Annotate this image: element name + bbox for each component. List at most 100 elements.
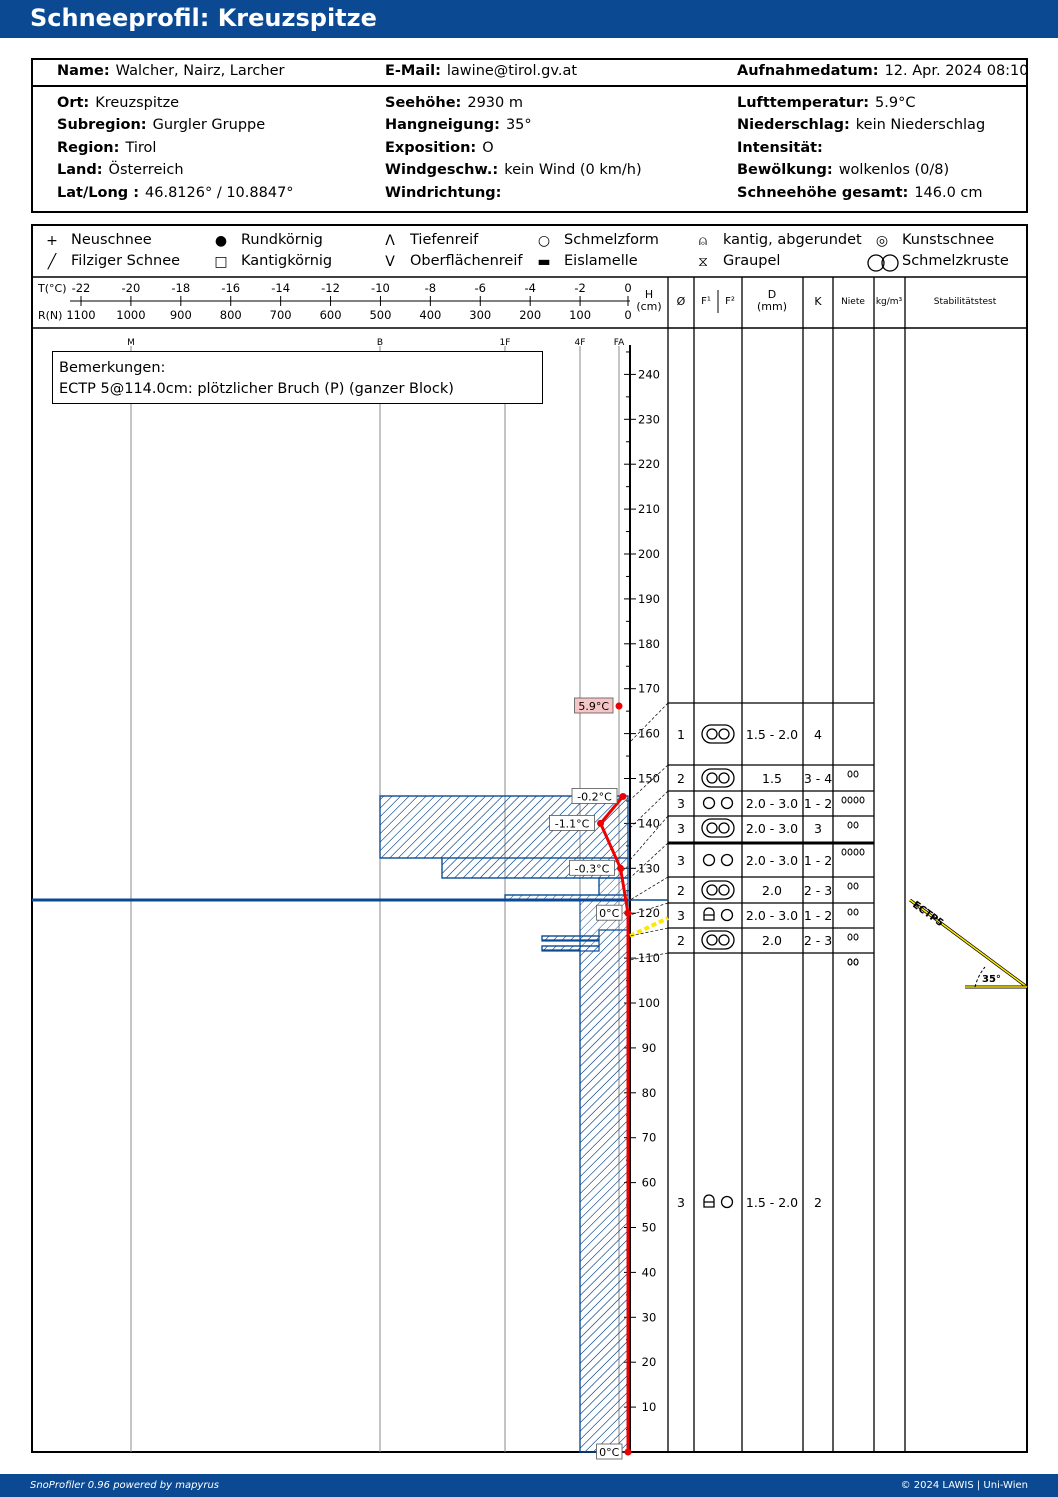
- layer-d: 2.0 - 3.0: [746, 821, 798, 836]
- h-tick-label: 200: [638, 547, 660, 561]
- niete-mark: [853, 770, 859, 778]
- temp-label-box: [549, 815, 595, 831]
- h-tick-label: 50: [642, 1221, 657, 1235]
- layer-d: 2.0: [762, 933, 782, 948]
- niete-mark: [847, 770, 853, 778]
- layer-k: 2: [814, 1195, 822, 1210]
- layer-d: 2.0 - 3.0: [746, 853, 798, 868]
- h-tick-label: 120: [638, 906, 660, 920]
- grain-mf-icon: [720, 1195, 734, 1209]
- layer-moisture: 3: [677, 908, 685, 923]
- meta-box: [31, 58, 1028, 213]
- h-tick-label: 20: [642, 1355, 657, 1369]
- h-tick-label: 90: [642, 1041, 657, 1055]
- layer-moisture: 3: [677, 821, 685, 836]
- schmelzform-icon: ○: [537, 233, 551, 249]
- h-tick-label: 100: [638, 996, 660, 1010]
- niete-mark: [847, 796, 853, 804]
- layer-connector: [629, 902, 669, 916]
- t-tick-label: -6: [475, 281, 486, 295]
- h-tick-label: 160: [638, 727, 660, 741]
- grain-mf-icon: [718, 822, 730, 834]
- grain-mfcr-icon: [701, 818, 735, 838]
- layer-k: 3: [814, 821, 822, 836]
- grain-mfcr-icon: [701, 880, 735, 900]
- h-tick-label: 210: [638, 502, 660, 516]
- grain-mf-icon: [702, 853, 716, 867]
- grain-mf-icon: [720, 796, 734, 810]
- meta-date: Aufnahmedatum:12. Apr. 2024 08:10: [737, 63, 1029, 79]
- page-header: Schneeprofil: Kreuzspitze: [0, 0, 1058, 38]
- h-tick-label: 240: [638, 367, 660, 381]
- layer-connector: [629, 764, 669, 801]
- t-tick-label: -12: [321, 281, 340, 295]
- grain-mf-icon: [720, 908, 734, 922]
- temp-point: [624, 1448, 632, 1456]
- col-density: kg/m³: [876, 297, 903, 307]
- layer-d: 1.5: [762, 771, 782, 786]
- kantigkoernig-icon: □: [214, 254, 228, 270]
- col-d: D: [768, 288, 776, 301]
- temp-point: [617, 864, 625, 872]
- grain-mf-icon: [706, 772, 718, 784]
- niete-mark: [853, 908, 859, 916]
- col-f2: F²: [725, 296, 735, 307]
- layer-d: 2.0 - 3.0: [746, 796, 798, 811]
- temp-label-box: [574, 697, 614, 714]
- layer-moisture: 1: [677, 727, 685, 742]
- t-tick-label: -10: [371, 281, 390, 295]
- temp-label-box: [596, 904, 623, 921]
- hardness-layer-ice1: [541, 935, 600, 942]
- h-tick-label: 180: [638, 637, 660, 651]
- r-tick-label: 900: [170, 308, 192, 322]
- niete-mark: [847, 848, 853, 856]
- t-tick-label: -14: [271, 281, 290, 295]
- legend-tiefenreif: Tiefenreif: [410, 232, 479, 248]
- temp-label: -0.2°C: [577, 790, 612, 803]
- r-tick-label: 700: [270, 308, 292, 322]
- grain-mfcr-icon: [701, 768, 735, 788]
- grain-mf-icon: [718, 772, 730, 784]
- r-tick-label: 1100: [66, 308, 95, 322]
- hardness-m: M: [127, 338, 135, 348]
- grain-mf-icon: [720, 853, 734, 867]
- graupel-icon: ⧖: [698, 254, 708, 270]
- legend-rundkoernig: Rundkörnig: [241, 232, 323, 248]
- r-tick-label: 0: [624, 308, 631, 322]
- h-tick-label: 190: [638, 592, 660, 606]
- layer-k: 2 - 3: [804, 933, 832, 948]
- layer-k: 3 - 4: [804, 771, 832, 786]
- temp-point: [624, 909, 632, 917]
- layer-k: 1 - 2: [804, 853, 832, 868]
- r-tick-label: 800: [220, 308, 242, 322]
- temp-label: 0°C: [599, 907, 619, 920]
- grain-mf-icon: [706, 822, 718, 834]
- layer-k: 4: [814, 727, 822, 742]
- niete-mark: [841, 848, 847, 856]
- layer-connector: [629, 790, 669, 829]
- col-d-unit: (mm): [757, 300, 787, 313]
- page-footer: SnoProfiler 0.96 powered by mapyrus © 20…: [0, 1474, 1058, 1497]
- layer-k: 1 - 2: [804, 796, 832, 811]
- grain-mf-icon: [718, 934, 730, 946]
- meta-windgeschw: Windgeschw.:kein Wind (0 km/h): [385, 162, 642, 178]
- meta-niederschlag: Niederschlag:kein Niederschlag: [737, 117, 986, 133]
- meta-lufttemp: Lufttemperatur:5.9°C: [737, 95, 916, 111]
- remarks-box: Bemerkungen: ECTP 5@114.0cm: plötzlicher…: [52, 351, 543, 404]
- meta-intensitaet: Intensität:: [737, 140, 823, 156]
- niete-mark: [853, 848, 859, 856]
- hardness-1f: 1F: [500, 338, 511, 348]
- rundkoernig-icon: ●: [214, 233, 228, 249]
- col-moisture: Ø: [677, 295, 686, 308]
- r-axis-label: R(N): [38, 309, 62, 322]
- h-tick-label: 110: [638, 951, 660, 965]
- niete-mark: [853, 933, 859, 941]
- t-tick-label: -4: [524, 281, 535, 295]
- hardness-b: B: [377, 338, 383, 348]
- slope-label: 35°: [982, 974, 1001, 985]
- neuschnee-icon: +: [46, 233, 58, 249]
- layer-moisture: 2: [677, 933, 685, 948]
- remarks-text: ECTP 5@114.0cm: plötzlicher Bruch (P) (g…: [59, 381, 454, 397]
